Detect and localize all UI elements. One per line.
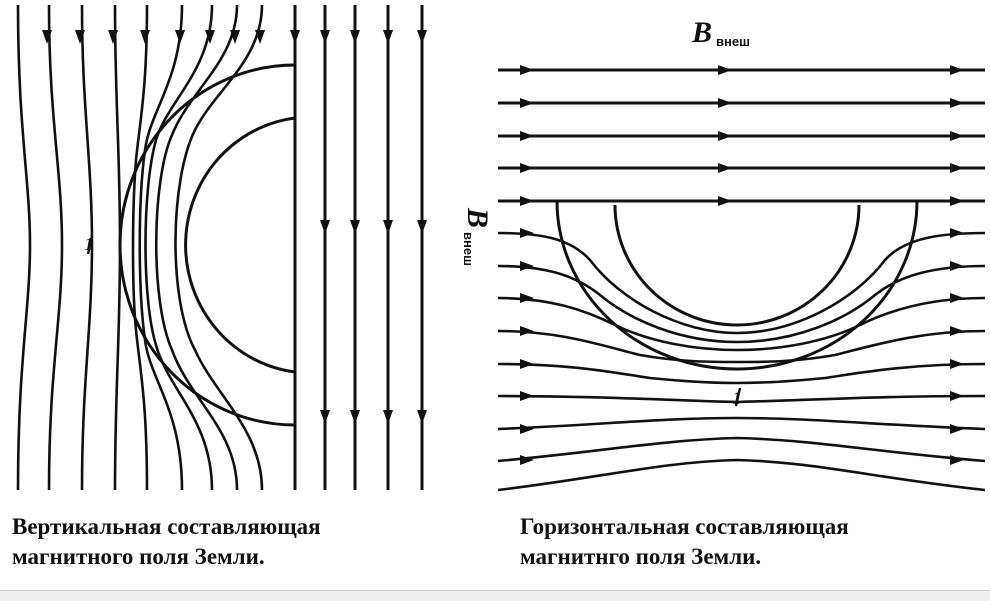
left-caption-line-2: магнитного поля Земли. bbox=[12, 544, 265, 569]
arrowhead bbox=[718, 98, 732, 108]
field-line bbox=[16, 4, 32, 491]
arrowhead bbox=[320, 30, 330, 44]
arrowhead bbox=[718, 196, 732, 206]
right-external-field-lines bbox=[498, 68, 985, 203]
right-caption: Горизонтальная составляющая магнитнго по… bbox=[520, 512, 849, 572]
arrowhead bbox=[520, 293, 534, 303]
arrowhead bbox=[290, 30, 300, 44]
arrowhead bbox=[718, 65, 732, 75]
field-label-subscript: внеш bbox=[461, 232, 476, 266]
arrowhead bbox=[520, 163, 534, 173]
arrowhead bbox=[950, 196, 964, 206]
arrowhead bbox=[950, 228, 964, 238]
arrowhead bbox=[520, 359, 534, 369]
arrowhead bbox=[350, 220, 360, 234]
arrowhead bbox=[520, 326, 534, 336]
arrowhead bbox=[520, 131, 534, 141]
left-external-field-lines bbox=[293, 5, 424, 490]
field-line bbox=[497, 436, 986, 463]
arrowhead bbox=[950, 261, 964, 271]
field-line bbox=[113, 4, 122, 491]
arrowhead bbox=[950, 326, 964, 336]
arrowhead bbox=[383, 410, 393, 424]
arrowhead bbox=[320, 220, 330, 234]
arrowhead bbox=[950, 98, 964, 108]
left-arrowheads bbox=[42, 30, 427, 424]
arrowhead bbox=[350, 410, 360, 424]
right-deflected-field-lines bbox=[497, 394, 986, 492]
arrowhead bbox=[520, 228, 534, 238]
arrowhead bbox=[383, 220, 393, 234]
field-label-subscript: внеш bbox=[716, 34, 750, 49]
arrowhead bbox=[417, 410, 427, 424]
field-line bbox=[497, 416, 986, 431]
arrowhead bbox=[520, 455, 534, 465]
field-line bbox=[47, 4, 64, 491]
right-region-marker: 1 bbox=[732, 388, 741, 408]
left-caption: Вертикальная составляющая магнитного пол… bbox=[12, 512, 321, 572]
arrowhead bbox=[520, 261, 534, 271]
arrowhead bbox=[205, 30, 215, 44]
region-marker-tick bbox=[734, 387, 742, 407]
right-caption-line-2: магнитнго поля Земли. bbox=[520, 544, 762, 569]
region-marker-tick bbox=[86, 235, 94, 255]
arrowhead bbox=[950, 163, 964, 173]
arrowhead bbox=[140, 30, 150, 44]
left-deflected-field-lines bbox=[16, 4, 122, 491]
field-line bbox=[497, 264, 986, 344]
field-line bbox=[497, 231, 986, 335]
field-line bbox=[497, 394, 986, 404]
arrowhead bbox=[950, 455, 964, 465]
arrowhead bbox=[950, 424, 964, 434]
arrowhead bbox=[950, 391, 964, 401]
right-concentrated-field-lines bbox=[497, 231, 986, 385]
field-label-letter: B bbox=[461, 207, 494, 228]
field-line bbox=[154, 4, 239, 491]
right-field-label: B внеш bbox=[691, 16, 750, 49]
right-arrowheads bbox=[520, 65, 964, 465]
field-line bbox=[80, 4, 94, 491]
arrowhead bbox=[950, 65, 964, 75]
left-region-marker: 1 bbox=[84, 234, 93, 254]
inner-half-disk-boundary bbox=[613, 204, 861, 327]
right-panel bbox=[497, 68, 986, 492]
field-line bbox=[497, 329, 986, 364]
arrowhead bbox=[320, 410, 330, 424]
arrowhead bbox=[350, 30, 360, 44]
left-panel bbox=[16, 4, 427, 491]
field-label-letter: B bbox=[691, 16, 712, 49]
right-caption-line-1: Горизонтальная составляющая bbox=[520, 514, 849, 539]
arrowhead bbox=[520, 424, 534, 434]
arrowhead bbox=[520, 65, 534, 75]
arrowhead bbox=[950, 293, 964, 303]
field-line bbox=[144, 4, 214, 491]
arrowhead bbox=[417, 220, 427, 234]
arrowhead bbox=[718, 131, 732, 141]
inner-half-disk-boundary bbox=[184, 116, 296, 374]
arrowhead bbox=[520, 98, 534, 108]
arrowhead bbox=[950, 131, 964, 141]
bottom-strip bbox=[0, 590, 990, 601]
outer-half-disk-boundary bbox=[555, 200, 919, 371]
left-concentrated-field-lines bbox=[131, 4, 264, 491]
left-caption-line-1: Вертикальная составляющая bbox=[12, 514, 321, 539]
left-field-label: B внеш bbox=[461, 207, 494, 266]
field-line bbox=[497, 296, 986, 352]
arrowhead bbox=[718, 163, 732, 173]
field-line bbox=[131, 4, 149, 491]
arrowhead bbox=[520, 196, 534, 206]
arrowhead bbox=[520, 391, 534, 401]
field-line bbox=[138, 4, 184, 491]
arrowhead bbox=[383, 30, 393, 44]
field-line bbox=[497, 362, 986, 385]
arrowhead bbox=[950, 359, 964, 369]
field-line bbox=[497, 458, 986, 492]
arrowhead bbox=[417, 30, 427, 44]
field-line bbox=[174, 4, 264, 491]
